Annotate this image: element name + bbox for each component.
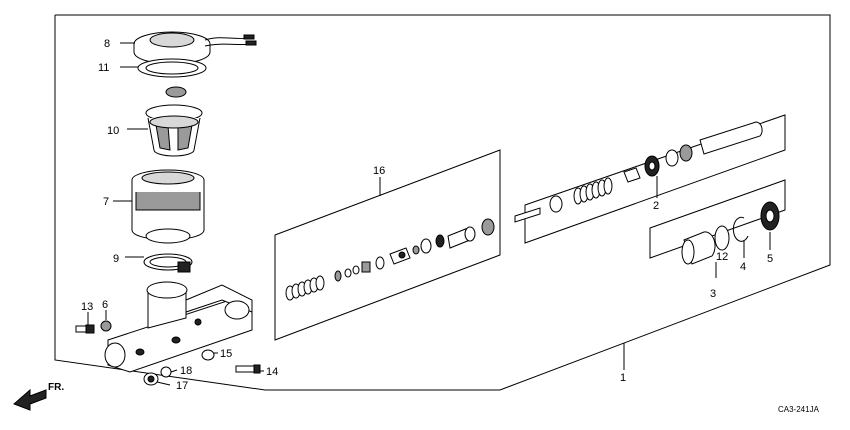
callout-18: 18 [180,365,192,377]
reservoir-body [131,169,205,244]
cap-seal [137,58,207,98]
callout-2: 2 [653,200,659,212]
part-2-bracket [524,114,786,244]
callout-14: 14 [266,366,278,378]
callout-12: 12 [716,251,728,263]
callout-16: 16 [373,165,385,177]
kit-16-components [285,218,495,301]
callout-9: 9 [113,253,119,265]
callout-3: 3 [710,288,716,300]
nut-17 [143,372,159,386]
part-3-4-5-bracket [649,179,786,259]
kit-16-bracket [274,149,501,341]
callout-17: 17 [176,380,188,392]
callout-1: 1 [620,372,626,384]
piston-12 [681,225,730,265]
bolt-13 [75,324,95,334]
main-assembly-outline [54,14,831,391]
callout-15: 15 [220,348,232,360]
boot-5 [760,201,780,231]
front-direction-arrow [13,388,47,411]
callout-6: 6 [102,299,108,311]
washer-18 [160,366,172,378]
washer-6 [100,320,112,332]
master-cylinder-body [104,281,253,373]
bolt-14 [235,364,261,374]
circlip-4 [732,216,749,242]
direction-label: FR. [48,382,64,393]
leader-lines [87,42,771,386]
part-2-components [514,121,763,223]
callout-13: 13 [81,301,93,313]
callout-4: 4 [740,261,746,273]
callout-10: 10 [107,125,119,137]
callout-11: 11 [98,62,109,74]
reservoir-cap [133,31,257,65]
callout-5: 5 [767,253,773,265]
diagram-code: CA3-241JA [778,405,820,414]
callout-7: 7 [103,196,109,208]
callout-8: 8 [104,38,110,50]
reservoir-clamp [143,253,193,273]
reservoir-strainer [145,104,203,157]
o-ring-15 [201,349,215,361]
